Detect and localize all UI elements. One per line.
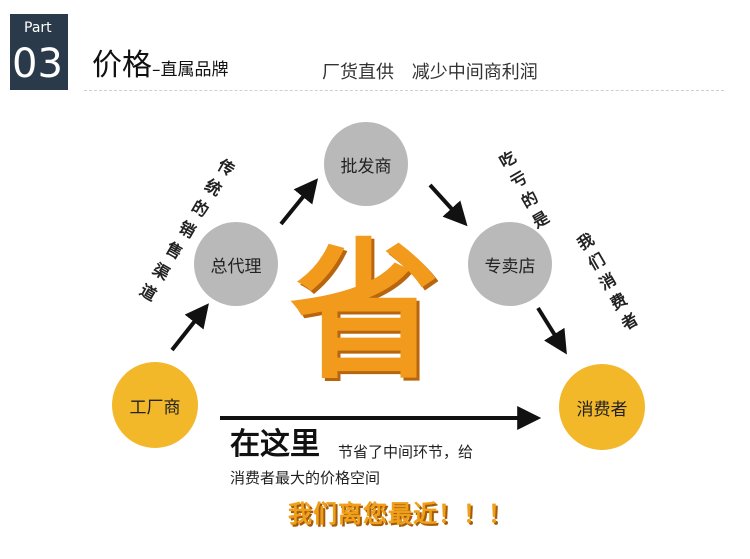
section-subtitle: –直属品牌: [152, 60, 229, 80]
node-factory: 工厂商: [112, 362, 198, 448]
node-retailer: 专卖店: [468, 222, 552, 306]
slogan: 厂货直供 减少中间商利润: [322, 62, 538, 83]
arrow-agent-to-wholesaler: [279, 178, 319, 226]
arrow-wholesaler-to-retailer: [428, 183, 468, 227]
part-number: 03: [12, 41, 63, 87]
save-character: 省: [290, 224, 441, 400]
arrow-retailer-to-consumer: [536, 306, 567, 355]
part-badge: [10, 14, 68, 90]
header-divider: [84, 90, 724, 91]
node-consumer: 消费者: [559, 364, 645, 450]
section-heading: 价格–直属品牌: [92, 46, 229, 90]
section-title: 价格: [92, 48, 152, 83]
part-label: Part: [24, 20, 52, 36]
note-text: 节省了中间环节，给: [338, 443, 474, 461]
closing-slogan: 我们离您最近！！！: [288, 500, 513, 528]
note-text-line2: 消费者最大的价格空间: [230, 469, 381, 487]
node-wholesaler: 批发商: [324, 122, 408, 206]
arrow-factory-to-agent: [170, 303, 209, 352]
note-emphasis: 在这里: [230, 427, 320, 462]
node-agent: 总代理: [194, 222, 278, 306]
